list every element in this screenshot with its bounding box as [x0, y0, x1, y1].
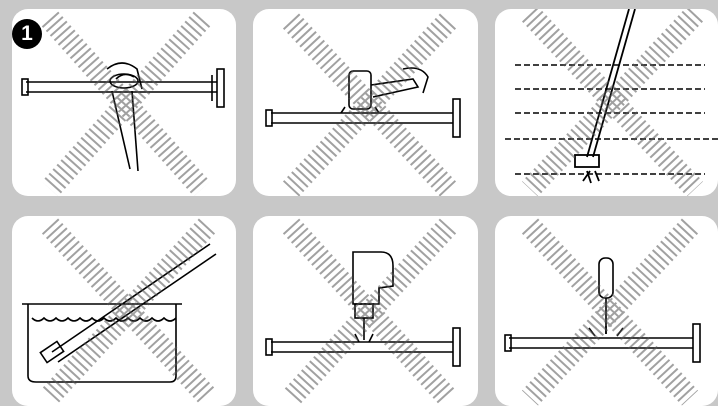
power-drill-illustration — [265, 251, 461, 367]
panel-pliers — [12, 9, 236, 196]
pliers-illustration — [21, 62, 225, 172]
panel-water-bath — [12, 216, 236, 406]
prohibited-cross — [282, 13, 457, 196]
panel-table-strike — [495, 9, 718, 196]
panel-screwdriver — [495, 216, 718, 406]
prohibited-cross — [521, 9, 704, 196]
prohibited-cross — [282, 218, 457, 406]
prohibited-cross — [41, 218, 216, 404]
panel-power-drill — [253, 216, 478, 406]
prohibited-cross — [41, 11, 211, 196]
step-number-badge: 1 — [12, 19, 42, 49]
panel-hammer — [253, 9, 478, 196]
prohibited-cross — [521, 218, 699, 406]
